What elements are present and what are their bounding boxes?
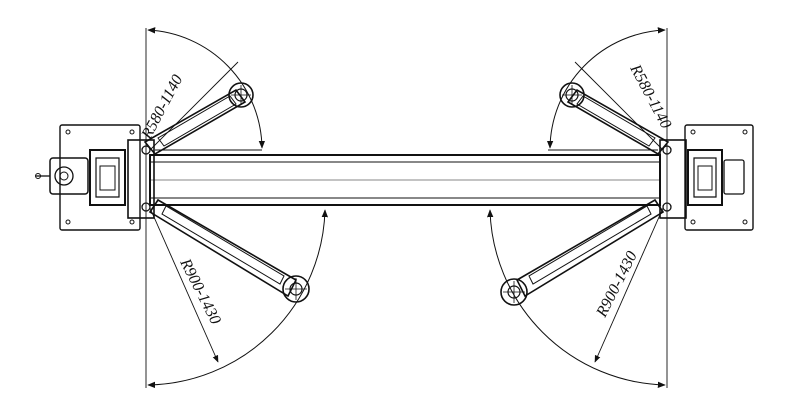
long-arm-radius-label-right: R900-1430 — [593, 249, 641, 321]
right-column-post — [659, 124, 754, 231]
dimension-lines — [145, 27, 668, 389]
left-long-lift-arm — [148, 198, 310, 303]
right-long-lift-arm — [500, 198, 665, 306]
left-column-post — [35, 124, 155, 231]
cross-beam — [149, 154, 661, 206]
long-arm-radius-label-left: R900-1430 — [176, 255, 224, 327]
